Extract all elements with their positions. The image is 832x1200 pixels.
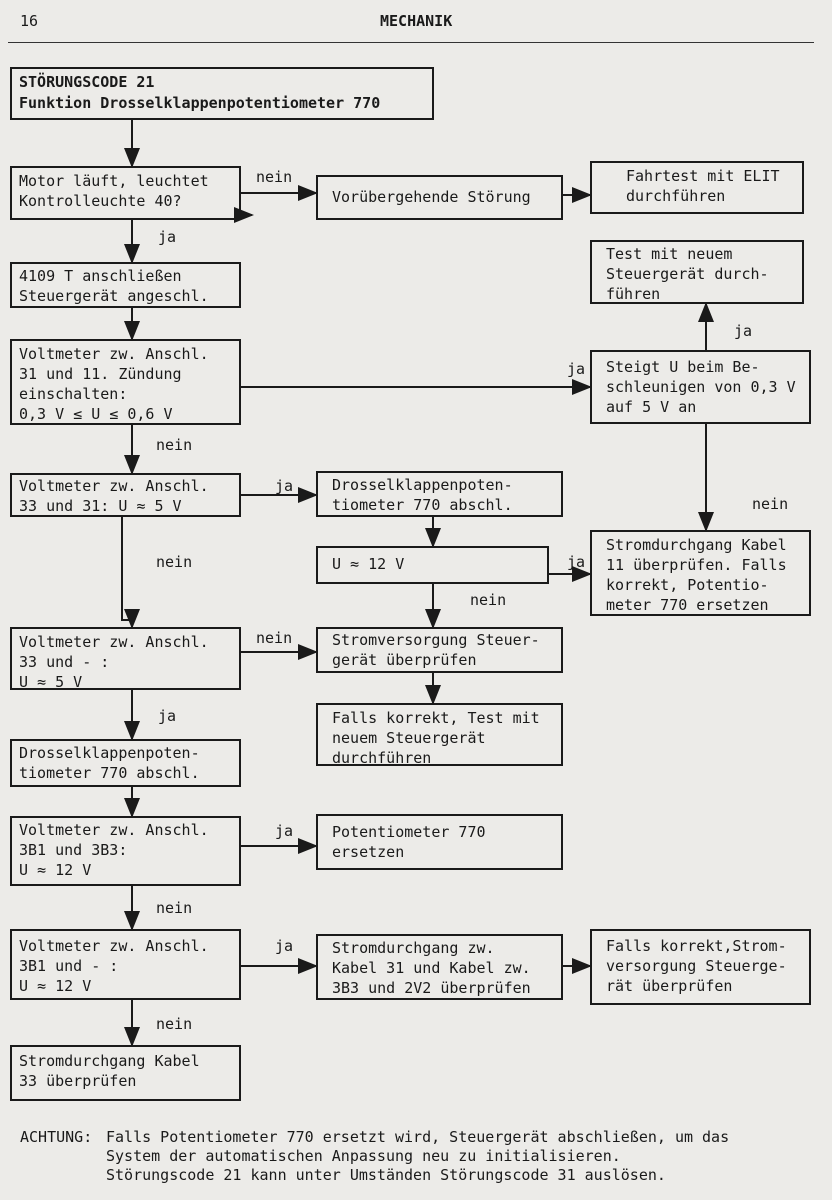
branch-label-no: nein [256,629,293,647]
branch-label-no: nein [256,168,293,186]
warning-prefix: ACHTUNG: [20,1128,93,1146]
branch-label-no: nein [470,591,507,609]
branch-label-yes: ja [567,360,586,378]
road-test-box: Fahrtest mit ELIT durchführen [590,161,804,214]
page-number: 16 [20,12,39,30]
voltmeter-3b1-minus-box: Voltmeter zw. Anschl. 3B1 und - : U ≈ 12… [10,929,241,1000]
branch-label-no: nein [752,495,789,513]
connector [121,517,140,629]
branch-label-no: nein [156,436,193,454]
branch-label-yes: ja [734,322,753,340]
warning-note: ACHTUNG: Falls Potentiometer 770 ersetzt… [20,1128,729,1185]
connect-box: 4109 T anschließen Steuergerät angeschl. [10,262,241,308]
disconnect-potentiometer-box-2: Drosselklappenpoten- tiometer 770 abschl… [10,739,241,787]
voltmeter-33-31-box: Voltmeter zw. Anschl. 33 und 31: U ≈ 5 V [10,473,241,517]
warning-line: System der automatischen Anpassung neu z… [106,1147,621,1165]
check-cable-33-box: Stromdurchgang Kabel 33 überprüfen [10,1045,241,1101]
temporary-fault-box: Vorübergehende Störung [316,175,563,220]
branch-label-no: nein [156,899,193,917]
check-cable-11-box: Stromdurchgang Kabel 11 überprüfen. Fall… [590,530,811,616]
branch-label-yes: ja [158,707,177,725]
check-cable-31-box: Stromdurchgang zw. Kabel 31 und Kabel zw… [316,934,563,1000]
voltmeter-33-minus-box: Voltmeter zw. Anschl. 33 und - : U ≈ 5 V [10,627,241,691]
warning-line: Störungscode 21 kann unter Umständen Stö… [106,1166,666,1184]
u12-box: U ≈ 12 V [316,546,549,584]
check-power-supply-box: Stromversorgung Steuer- gerät überprüfen [316,627,563,673]
branch-label-yes: ja [275,822,294,840]
motor-question-box: Motor läuft, leuchtet Kontrolleuchte 40? [10,166,241,220]
branch-label-yes: ja [275,937,294,955]
branch-label-no: nein [156,553,193,571]
header-rule [8,42,814,43]
page-title: MECHANIK [380,12,453,30]
title-box: STÖRUNGSCODE 21 Funktion Drosselklappenp… [10,67,434,120]
warning-line: Falls Potentiometer 770 ersetzt wird, St… [106,1128,730,1146]
branch-label-no: nein [156,1015,193,1033]
branch-label-yes: ja [158,228,177,246]
replace-potentiometer-box: Potentiometer 770 ersetzen [316,814,563,870]
test-new-ecu-box: Test mit neuem Steuergerät durch- führen [590,240,804,304]
branch-label-yes: ja [567,553,586,571]
voltage-rise-box: Steigt U beim Be- schleunigen von 0,3 V … [590,350,811,424]
disconnect-potentiometer-box-1: Drosselklappenpoten- tiometer 770 abschl… [316,471,563,517]
if-ok-power-box: Falls korrekt,Strom- versorgung Steuerge… [590,929,811,1005]
branch-label-yes: ja [275,477,294,495]
voltmeter-3b1-3b3-box: Voltmeter zw. Anschl. 3B1 und 3B3: U ≈ 1… [10,816,241,886]
if-ok-test-box: Falls korrekt, Test mit neuem Steuergerä… [316,703,563,767]
voltmeter-31-11-box: Voltmeter zw. Anschl. 31 und 11. Zündung… [10,339,241,425]
